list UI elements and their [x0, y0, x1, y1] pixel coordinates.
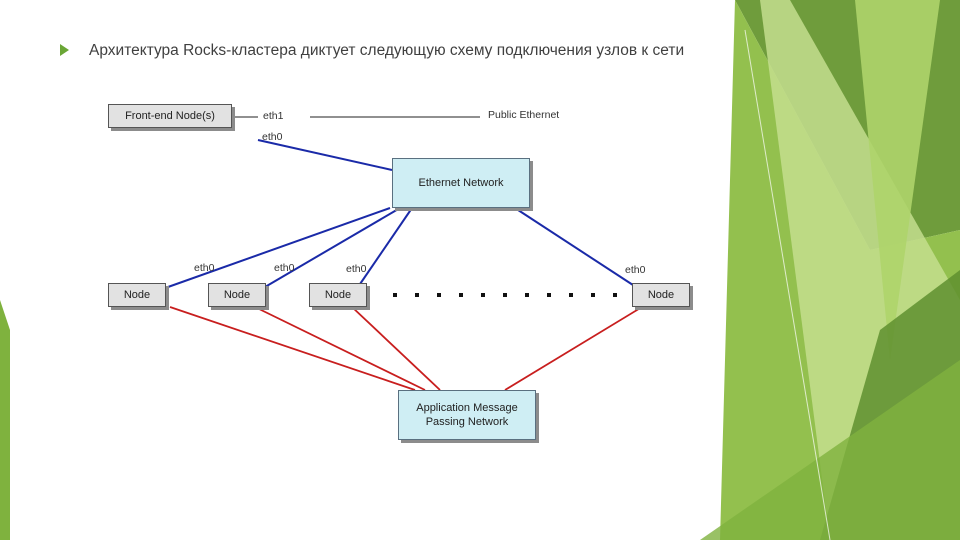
ethernet-network-box: Ethernet Network [392, 158, 530, 208]
node-box-3: Node [309, 283, 367, 307]
link-mpn-node-2 [254, 306, 426, 391]
node-box-2: Node [208, 283, 266, 307]
deco-shape-bottom [700, 360, 960, 540]
node-1-eth0-label: eth0 [194, 262, 215, 274]
link-eth-node-1 [167, 207, 391, 288]
frontend-eth0-label: eth0 [262, 131, 283, 143]
node-box-1: Node [108, 283, 166, 307]
bullet-arrow-icon [60, 44, 69, 56]
node-label: Node [223, 289, 251, 301]
node-3-eth0-label: eth0 [346, 263, 367, 275]
node-label: Node [324, 289, 352, 301]
link-mpn-node-1 [169, 306, 416, 391]
frontend-node-box: Front-end Node(s) [108, 104, 232, 128]
node-label: Node [647, 289, 675, 301]
ethernet-network-label: Ethernet Network [418, 177, 504, 189]
deco-line [744, 29, 831, 540]
frontend-eth1-label: eth1 [263, 110, 284, 122]
deco-shape-sliver [855, 0, 940, 360]
link-frontend-eth0 [257, 139, 393, 171]
deco-shape-left-edge [0, 300, 10, 540]
node-label: Node [123, 289, 151, 301]
frontend-node-label: Front-end Node(s) [125, 110, 215, 122]
mpn-label-line2: Passing Network [425, 416, 509, 428]
link-mpn-node-3 [351, 306, 441, 391]
message-passing-network-box: Application Message Passing Network [398, 390, 536, 440]
node-4-eth0-label: eth0 [625, 264, 646, 276]
node-ellipsis-dots [393, 293, 617, 297]
bullet-text: Архитектура Rocks-кластера диктует следу… [89, 42, 685, 59]
link-eth-node-3 [357, 207, 413, 288]
node-box-4: Node [632, 283, 690, 307]
mpn-label-line1: Application Message [416, 402, 518, 414]
link-eth-node-4 [514, 207, 637, 288]
link-mpn-node-4 [504, 306, 643, 391]
node-2-eth0-label: eth0 [274, 262, 295, 274]
link-eth-node-2 [264, 207, 401, 288]
public-ethernet-label: Public Ethernet [488, 109, 560, 121]
